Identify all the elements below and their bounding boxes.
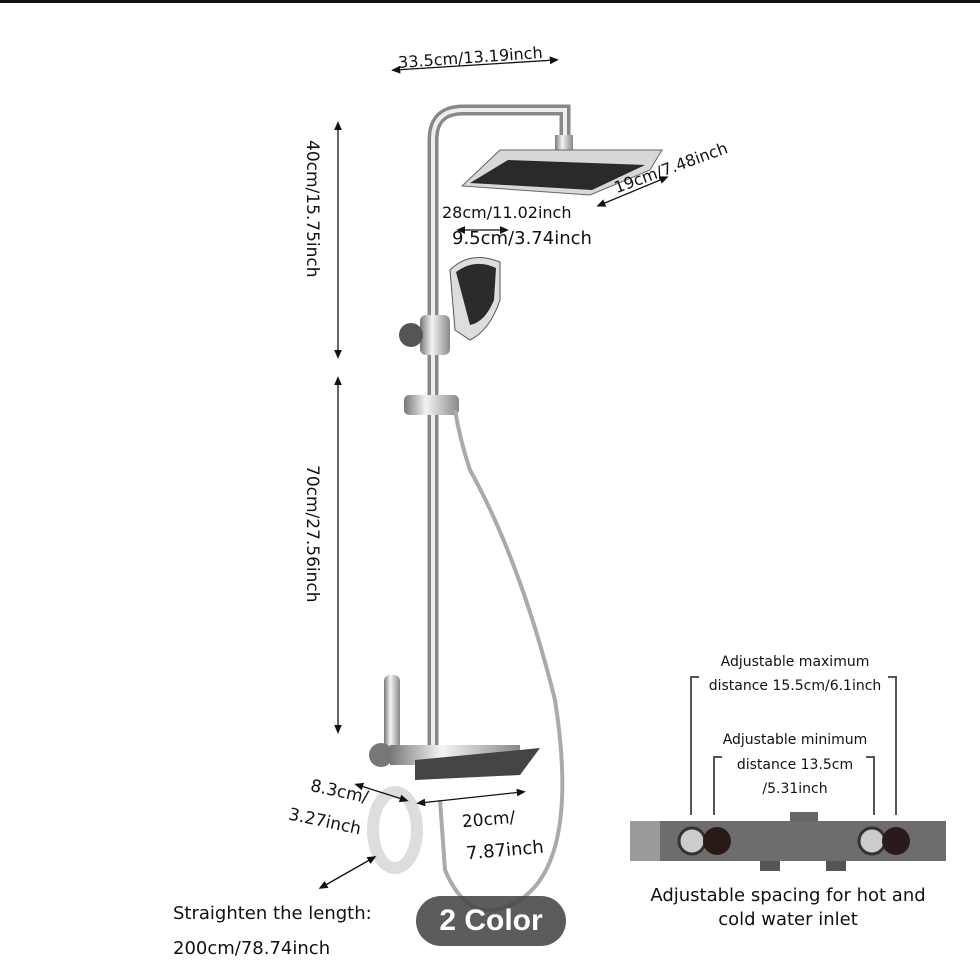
- color-count-badge: 2 Color: [416, 896, 566, 946]
- hose-length-title: Straighten the length:: [173, 903, 372, 924]
- inlet-min-line3: /5.31inch: [762, 781, 828, 797]
- inlet-min-line1: Adjustable minimum: [722, 732, 868, 748]
- hose-length-value: 200cm/78.74inch: [173, 938, 331, 959]
- hose: [438, 409, 565, 912]
- top-border: [0, 0, 980, 3]
- inlet-min-line2: distance 13.5cm: [736, 757, 854, 773]
- top-height-label: 40cm/15.75inch: [302, 140, 322, 278]
- inlet-caption-line2: cold water inlet: [718, 909, 858, 930]
- handheld-width-label: 9.5cm/3.74inch: [452, 228, 592, 249]
- shelf: [415, 748, 540, 780]
- inlet-caption-line1: Adjustable spacing for hot and: [650, 885, 926, 906]
- inlet-max-line1: Adjustable maximum: [720, 654, 870, 670]
- head-width-label: 28cm/11.02inch: [442, 203, 572, 222]
- bar-height-label: 70cm/27.56inch: [302, 465, 322, 603]
- inlet-max-line2: distance 15.5cm/6.1inch: [708, 678, 882, 694]
- inlet-bar-illustration: [630, 676, 946, 871]
